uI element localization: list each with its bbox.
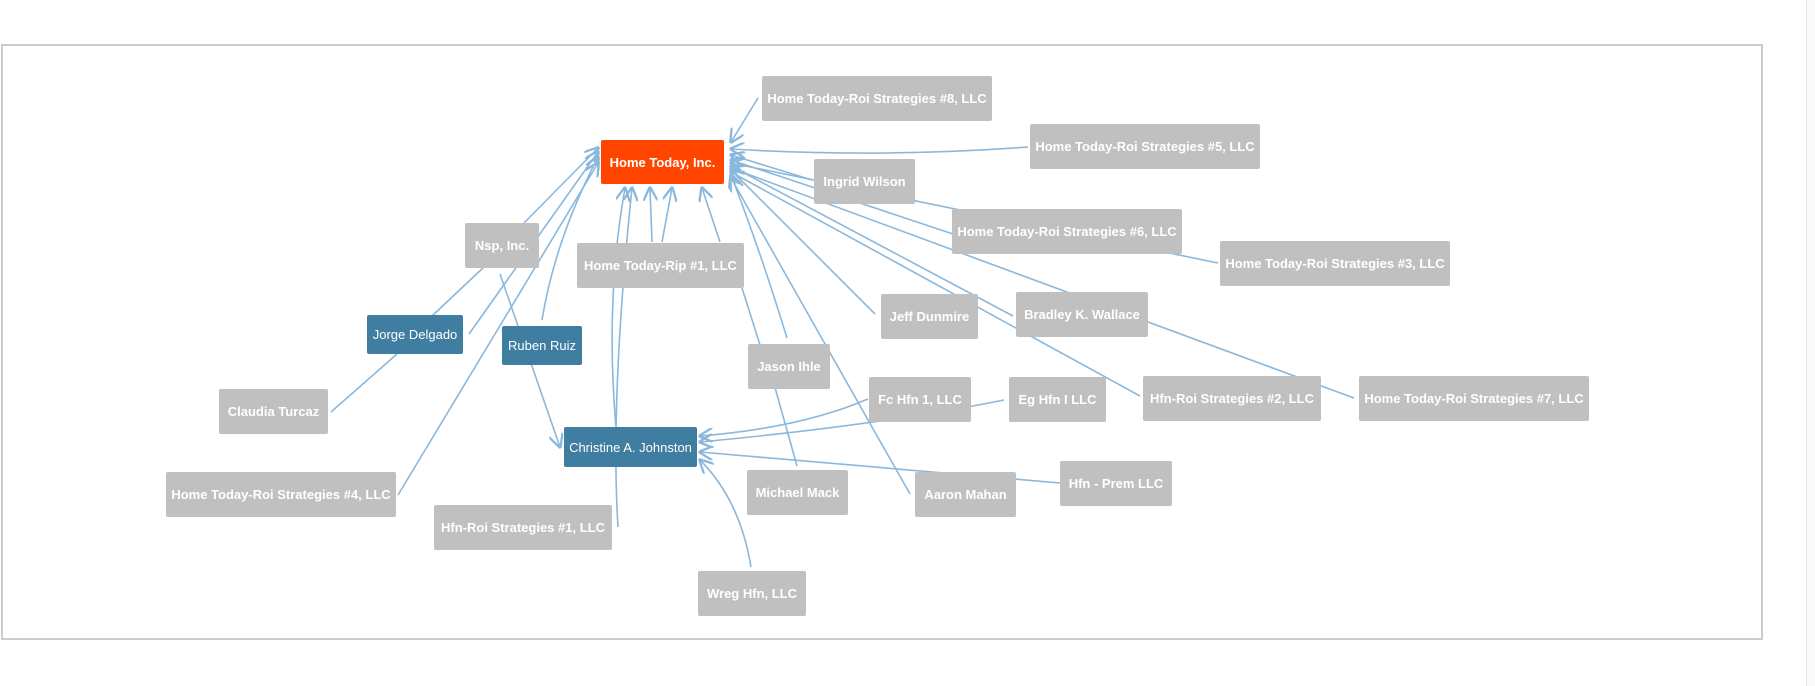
node-jason-ihle[interactable]: Jason Ihle <box>748 344 830 389</box>
edge-michael-to-jason <box>773 383 798 467</box>
node-christine-johnston[interactable]: Christine A. Johnston <box>564 427 697 467</box>
node-roi-strategies-4[interactable]: Home Today-Roi Strategies #4, LLC <box>166 472 396 517</box>
edge-hfnroi1-to-home-today <box>615 188 632 528</box>
edge-jorge-to-nsp <box>431 266 485 317</box>
edge-hfnprem-to-christine <box>700 452 1061 484</box>
edge-wreg-to-christine <box>700 460 752 568</box>
node-eg-hfn-i[interactable]: Eg Hfn I LLC <box>1009 377 1106 422</box>
edge-nsp-to-home-today <box>523 148 598 224</box>
node-roi-strategies-7[interactable]: Home Today-Roi Strategies #7, LLC <box>1359 376 1589 421</box>
edge-rip1c-to-home-today <box>650 188 652 243</box>
node-claudia-turcaz[interactable]: Claudia Turcaz <box>219 389 328 434</box>
edge-ruben-to-home-today <box>541 157 598 321</box>
node-ingrid-wilson[interactable]: Ingrid Wilson <box>814 159 915 204</box>
edge-roi5-to-home-today <box>731 147 1029 153</box>
edge-roi4-to-home-today <box>397 163 598 496</box>
node-jeff-dunmire[interactable]: Jeff Dunmire <box>881 294 978 339</box>
edge-jason-to-home-today <box>731 175 788 339</box>
edge-ingrid-to-home-today <box>731 155 813 181</box>
edge-rip1b-to-home-today <box>661 188 672 243</box>
edge-claudia-to-jorge <box>330 353 398 413</box>
node-roi-strategies-3[interactable]: Home Today-Roi Strategies #3, LLC <box>1220 241 1450 286</box>
node-hfn-roi-strategies-1[interactable]: Hfn-Roi Strategies #1, LLC <box>434 505 612 550</box>
node-hfn-roi-strategies-2[interactable]: Hfn-Roi Strategies #2, LLC <box>1143 376 1321 421</box>
node-roi-strategies-6[interactable]: Home Today-Roi Strategies #6, LLC <box>952 209 1182 254</box>
node-roi-strategies-5[interactable]: Home Today-Roi Strategies #5, LLC <box>1030 124 1260 169</box>
edge-jeff-to-home-today <box>731 170 876 315</box>
node-fc-hfn-1[interactable]: Fc Hfn 1, LLC <box>869 377 971 422</box>
edge-christine-to-home-today <box>611 188 625 429</box>
node-wreg-hfn[interactable]: Wreg Hfn, LLC <box>698 571 806 616</box>
edge-roi8-to-home-today <box>731 97 759 142</box>
node-michael-mack[interactable]: Michael Mack <box>747 470 848 515</box>
graph-canvas[interactable] <box>1 44 1763 640</box>
edge-rip1a-to-home-today <box>702 188 721 243</box>
page-scrollbar[interactable] <box>1806 0 1815 686</box>
node-home-today-inc[interactable]: Home Today, Inc. <box>601 140 724 184</box>
node-nsp-inc[interactable]: Nsp, Inc. <box>465 223 539 268</box>
node-bradley-wallace[interactable]: Bradley K. Wallace <box>1016 292 1148 337</box>
node-ruben-ruiz[interactable]: Ruben Ruiz <box>502 326 582 365</box>
node-roi-strategies-8[interactable]: Home Today-Roi Strategies #8, LLC <box>762 76 992 121</box>
node-aaron-mahan[interactable]: Aaron Mahan <box>915 472 1016 517</box>
edge-fchfn1-to-christine <box>700 398 869 436</box>
edge-aaron-to-home-today <box>731 178 911 495</box>
node-jorge-delgado[interactable]: Jorge Delgado <box>367 315 463 354</box>
node-hfn-prem[interactable]: Hfn - Prem LLC <box>1060 461 1172 506</box>
node-rip-1[interactable]: Home Today-Rip #1, LLC <box>577 243 744 288</box>
edge-roi7-to-home-today <box>731 168 1355 399</box>
edge-jason-to-rip1 <box>741 287 761 346</box>
edge-bradley-to-home-today <box>731 166 1014 317</box>
edge-hfnroi2-to-home-today <box>731 172 1141 397</box>
